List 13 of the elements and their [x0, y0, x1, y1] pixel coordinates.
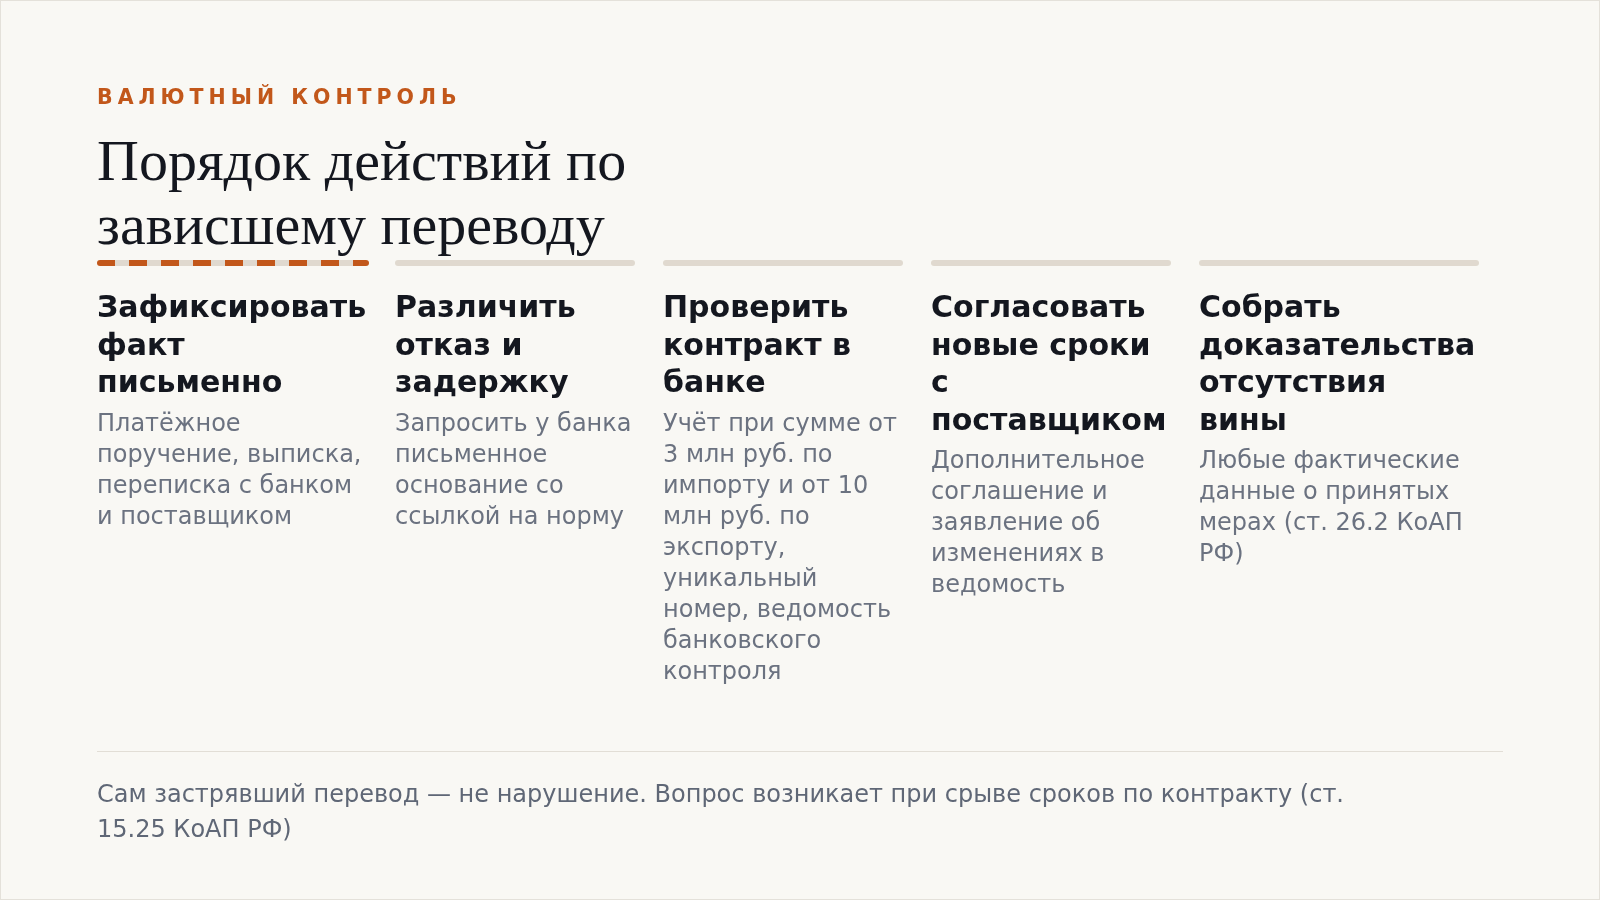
title: Порядок действий по зависшему переводу [97, 129, 628, 257]
section-label: ВАЛЮТНЫЙ КОНТРОЛЬ [97, 84, 462, 110]
step-heading: Собрать доказательства отсутствия вины [1199, 288, 1477, 438]
step-description: Платёжное поручение, выписка, переписка с банком и поставщиком [97, 408, 363, 532]
step-heading: Различить отказ и задержку [395, 288, 577, 401]
step-description: Учёт при сумме от 3 млн руб. по импорту и от 10 млн руб. по экспорту, уникальный номер, ведомость банковского контроля [663, 408, 898, 687]
step-heading: Согласовать новые сроки с поставщиком [931, 288, 1168, 438]
step-heading: Проверить контракт в банке [663, 288, 852, 401]
step-description: Любые фактические данные о принятых мерах (ст. 26.2 КоАП РФ) [1199, 445, 1464, 569]
step-heading: Зафиксировать факт письменно [97, 288, 368, 401]
caption: Сам застрявший перевод — не нарушение. Вопрос возникает при срыве сроков по контракту (ст. 15.25 КоАП РФ) [97, 779, 1345, 845]
step-description: Дополнительное соглашение и заявление об изменениях в ведомость [931, 445, 1146, 600]
step-description: Запросить у банка письменное основание со ссылкой на норму [395, 408, 633, 532]
